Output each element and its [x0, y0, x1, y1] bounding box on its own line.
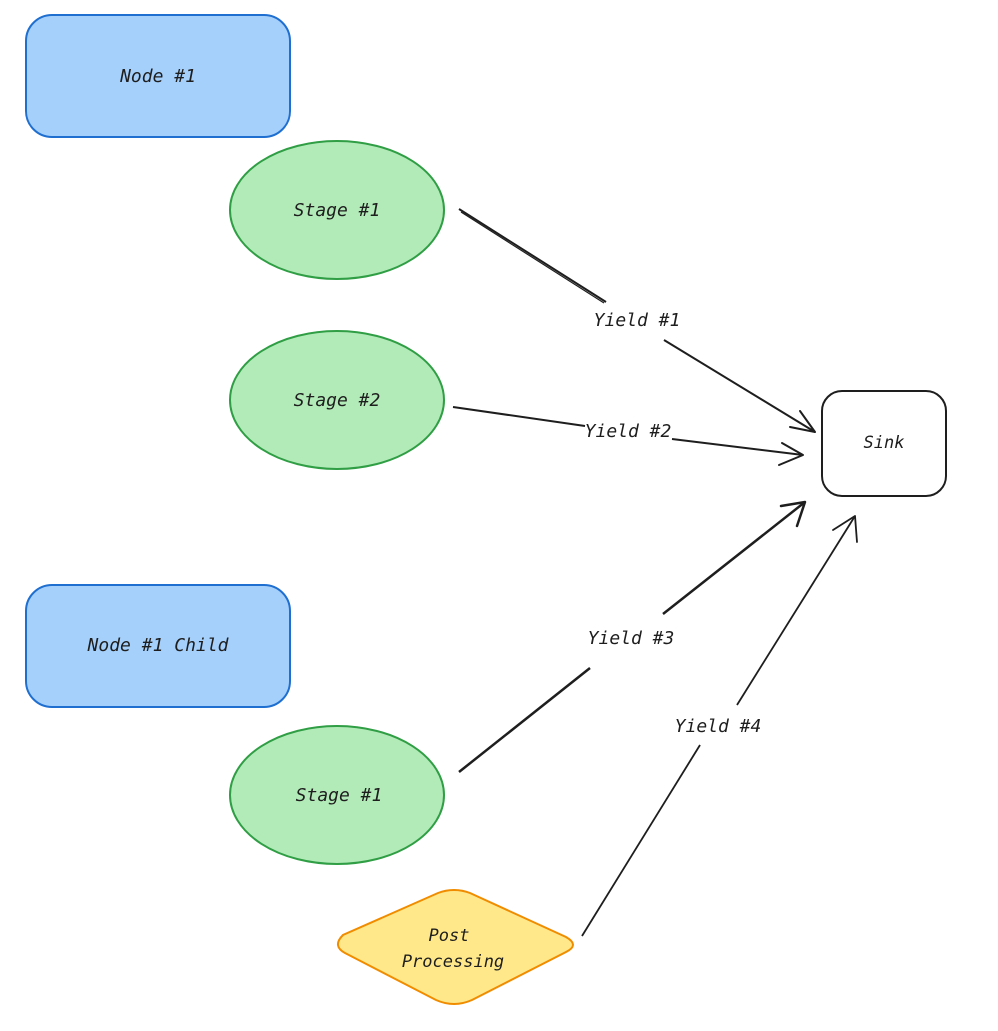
edge-yield-3[interactable]: Yield #3: [458, 500, 807, 773]
node-1-label: Node #1: [119, 66, 196, 87]
yield-4-label: Yield #4: [675, 716, 762, 737]
arrowhead-icon: [778, 442, 804, 466]
stage-1-bottom-label: Stage #1: [296, 785, 383, 806]
stage-2-ellipse[interactable]: Stage #2: [229, 330, 445, 470]
yield-1-label: Yield #1: [594, 310, 681, 331]
post-processing-label-line-1: Post: [429, 926, 470, 946]
stage-1-top-ellipse[interactable]: Stage #1: [229, 140, 445, 280]
sink-label: Sink: [864, 433, 905, 453]
yield-3-label: Yield #3: [588, 628, 675, 649]
edge-yield-4[interactable]: Yield #4: [581, 515, 858, 937]
stage-2-label: Stage #2: [294, 390, 381, 411]
stage-1-top-label: Stage #1: [294, 200, 381, 221]
yield-2-label: Yield #2: [585, 421, 672, 442]
node-1-child-label: Node #1 Child: [87, 635, 230, 656]
post-processing-diamond[interactable]: Post Processing: [337, 889, 574, 1005]
stage-1-bottom-ellipse[interactable]: Stage #1: [229, 725, 445, 865]
edge-yield-2[interactable]: Yield #2: [452, 406, 804, 466]
arrowhead-icon: [779, 500, 807, 528]
node-1-child-box[interactable]: Node #1 Child: [25, 584, 291, 708]
edge-yield-1[interactable]: Yield #1: [458, 208, 816, 433]
arrowhead-icon: [789, 410, 816, 433]
arrowhead-icon: [832, 515, 858, 543]
node-1-box[interactable]: Node #1: [25, 14, 291, 138]
sink-box[interactable]: Sink: [821, 390, 947, 497]
post-processing-label-line-2: Processing: [402, 952, 504, 972]
